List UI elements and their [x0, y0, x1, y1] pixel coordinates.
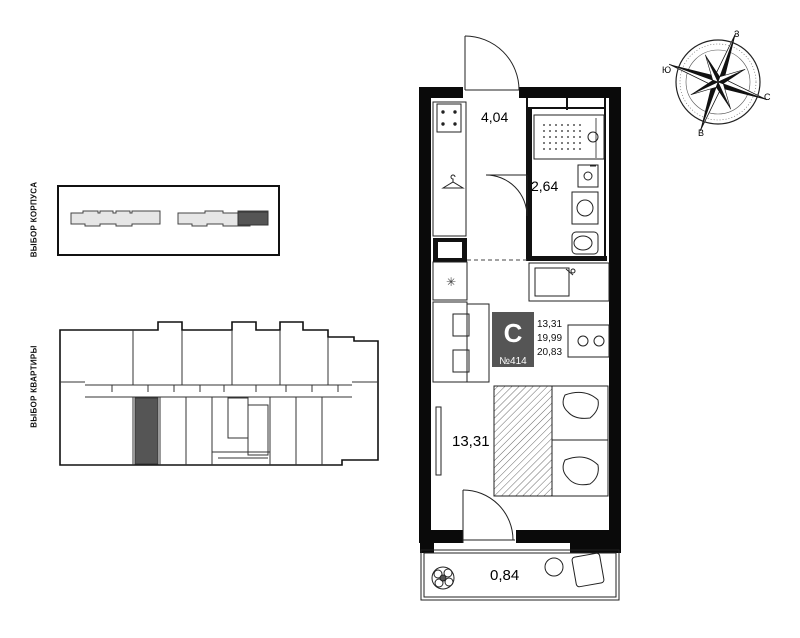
area-total-balcony: 20,83 [537, 347, 562, 358]
badge-number: №414 [499, 356, 527, 367]
bathroom-door[interactable] [485, 174, 528, 217]
room-area-hallway: 4,04 [481, 109, 508, 125]
compass-east: С [764, 92, 771, 102]
svg-text:✳: ✳ [446, 275, 456, 289]
kitchen-counter [432, 101, 467, 237]
area-living: 13,31 [537, 319, 562, 330]
bathroom-fixtures [571, 164, 599, 255]
area-total: 19,99 [537, 333, 562, 344]
floor-outline [59, 321, 379, 466]
entrance-door[interactable] [464, 35, 520, 91]
shaft [433, 238, 467, 262]
apartment-badge: С №414 [492, 312, 534, 367]
apartment-selector[interactable] [59, 321, 379, 466]
walls [419, 87, 621, 553]
radiator [435, 406, 442, 476]
apartment-plan: ✳ С №414 [419, 35, 621, 601]
bed [493, 385, 609, 497]
room-area-bathroom: 2,64 [531, 178, 558, 194]
apartment-selected[interactable] [134, 397, 159, 465]
room-area-balcony: 0,84 [490, 567, 519, 584]
compass: З С В Ю [662, 29, 771, 138]
shower [533, 114, 605, 160]
balcony [420, 549, 620, 601]
room-area-main: 13,31 [452, 433, 490, 450]
building-selector-frame [57, 185, 280, 256]
area-summary: 13,31 19,99 20,83 [537, 319, 562, 358]
building-selector[interactable] [57, 185, 280, 256]
dining-table [452, 303, 490, 383]
building-selected[interactable] [237, 211, 269, 226]
compass-west: Ю [662, 65, 671, 75]
badge-letter: С [504, 318, 523, 348]
building-block-left[interactable] [70, 210, 161, 227]
plant-icon [431, 566, 455, 590]
compass-south: В [698, 128, 704, 138]
balcony-door[interactable] [462, 489, 515, 543]
compass-north: З [734, 29, 739, 39]
